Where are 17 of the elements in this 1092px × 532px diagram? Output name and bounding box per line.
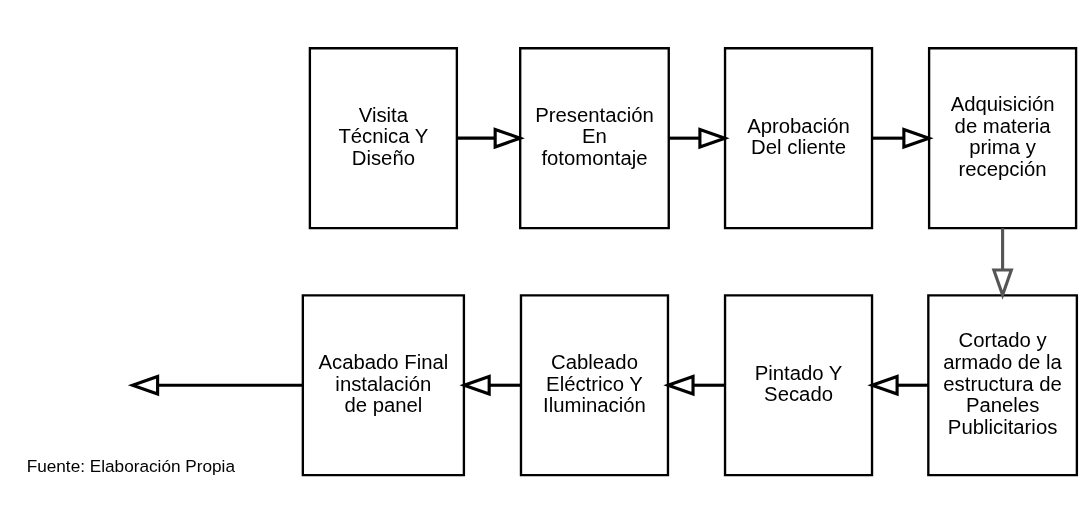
arrow [127, 374, 303, 397]
arrow [663, 374, 725, 397]
node-box: Pintado Y Secado [723, 294, 874, 477]
label: Fuente: Elaboración Propia [26, 456, 235, 477]
node-box: Visita Técnica Y Diseño [308, 47, 459, 230]
node-box: Presentación En fotomontaje [519, 47, 670, 230]
arrow [669, 127, 730, 150]
arrow [457, 127, 525, 150]
arrow [459, 374, 521, 397]
arrow [991, 228, 1014, 300]
arrow [872, 127, 934, 150]
node-box: Adquisición de materia prima y recepción [927, 47, 1078, 230]
node-box: Acabado Final instalación de panel [301, 294, 466, 477]
node-box: Cortado y armado de la estructura de Paneles Publicitarios [927, 294, 1079, 477]
node-box: Aprobación Del cliente [723, 47, 874, 230]
node-box: Cableado Eléctrico Y Iluminación [519, 294, 670, 477]
arrow [867, 374, 929, 397]
